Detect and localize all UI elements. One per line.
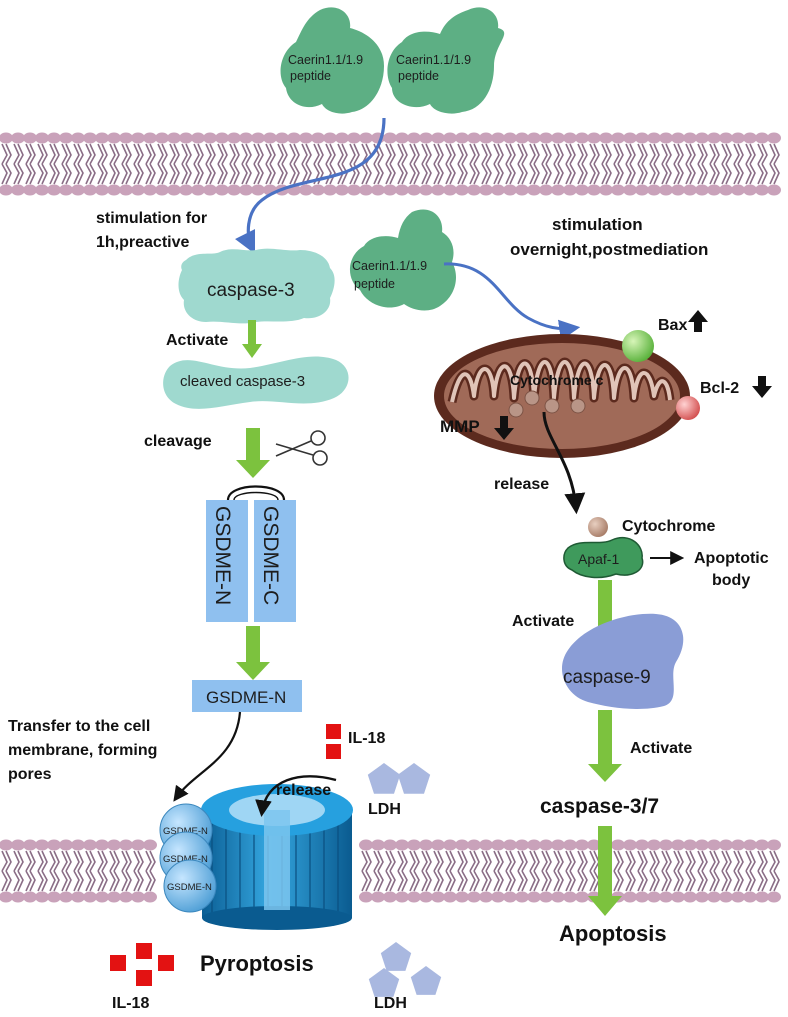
peptide-label: peptide [398,69,439,83]
right-stimulation-label: overnight,postmediation [510,240,708,259]
green-arrow-shaft [246,428,260,462]
gsdme-n-segment [206,500,248,622]
peptide-label: Caerin1.1/1.9 [396,53,471,67]
peptide-middle: Caerin1.1/1.9 peptide [349,209,456,311]
ldh-molecule [368,968,400,997]
release-arrow [255,775,337,818]
bcl2-label: Bcl-2 [700,380,739,397]
gsdme-n-box-label: GSDME-N [206,688,286,707]
ldh-molecule [367,763,401,794]
mito-release-label: release [494,476,549,493]
caspase-9-label: caspase-9 [563,667,651,688]
down-arrow-icon [494,416,514,440]
activate-label: Activate [512,613,574,630]
cytochrome-label: Cytochrome [622,518,715,535]
peptide-label: Caerin1.1/1.9 [352,259,427,273]
left-stimulation-label: stimulation for [96,210,207,227]
gsdme-c-label: GSDME-C [259,506,282,605]
transfer-arrow [173,711,242,802]
gsdme-n-box [192,680,302,712]
gsdme-c-segment [254,500,296,622]
cleavage-label: cleavage [144,433,212,450]
scissors-icon [275,430,328,466]
cleaved-caspase-3-label: cleaved caspase-3 [180,373,305,390]
green-arrow-head [588,896,622,916]
green-arrow-shaft [246,626,260,664]
gsdme-n-label: GSDME-N [211,506,234,605]
ldh-molecule [410,966,442,995]
transfer-label: pores [8,766,52,783]
il18-square [326,744,341,759]
green-arrow-head [242,344,262,358]
peptide-label: Caerin1.1/1.9 [288,53,363,67]
down-arrow-icon [752,376,772,398]
ldh-molecule [380,942,412,971]
transfer-label: Transfer to the cell [8,718,150,735]
ldh-bottom [368,942,442,997]
caspase-3-label: caspase-3 [207,280,295,301]
il18-top-label: IL-18 [348,730,385,747]
caspase-3-blob: caspase-3 [178,248,335,324]
mmp-label: MMP [440,417,480,436]
cell-membrane-bottom [0,839,781,903]
peptide-top-right: Caerin1.1/1.9 peptide [387,7,505,114]
ldh-top [367,763,431,794]
green-arrow-head [588,764,622,782]
cytochrome-release-arrow [542,411,586,515]
apoptotic-body-label: Apoptotic [694,550,769,567]
release-label: release [276,782,331,799]
peptide-label: peptide [354,277,395,291]
caspase-9-blob: caspase-9 [561,613,684,709]
up-arrow-icon [688,310,708,332]
activate-label: Activate [166,332,228,349]
cytochrome-sphere [588,517,608,537]
activate-label: Activate [630,740,692,757]
svg-text:GSDME-N: GSDME-N [163,854,208,865]
gsdme-pore [201,784,353,930]
left-stimulation-label: 1h,preactive [96,234,189,251]
apaf1-complex: Apaf-1 [563,537,644,579]
gsdme-n-subunits: GSDME-N GSDME-N GSDME-N [159,803,217,913]
transfer-label: membrane, forming [8,742,157,759]
green-arrow-head [236,662,270,680]
green-arrow-shaft [598,826,612,898]
il18-cluster [110,943,174,986]
bax-protein [622,330,654,362]
apoptosis-label: Apoptosis [559,921,667,946]
ldh-top-label: LDH [368,801,401,818]
il18-bottom-label: IL-18 [112,995,149,1012]
peptide-label: peptide [290,69,331,83]
cytochrome-c-label: Cytochrome c [510,372,604,388]
caspase-3-7-label: caspase-3/7 [540,795,659,818]
svg-text:GSDME-N: GSDME-N [167,882,212,893]
green-arrow-shaft [248,320,256,346]
svg-text:GSDME-N: GSDME-N [163,826,208,837]
green-arrow-head [236,460,270,478]
cell-membrane-top [0,132,781,196]
ldh-bottom-label: LDH [374,995,407,1012]
peptide-top-left: Caerin1.1/1.9 peptide [280,7,384,114]
bcl2-protein [676,396,700,420]
cleaved-caspase-3: cleaved caspase-3 [163,356,349,409]
apaf1-label: Apaf-1 [578,551,619,567]
apoptotic-body-label: body [712,572,750,589]
bax-label: Bax [658,317,687,334]
green-arrow-shaft [598,710,612,766]
ldh-molecule [397,763,431,794]
pyroptosis-label: Pyroptosis [200,951,314,976]
mito-arrow [443,262,581,341]
gsdme-n-sphere: GSDME-N [163,859,217,913]
gsdme-full-length: GSDME-N GSDME-C [206,485,296,622]
right-stimulation-label: stimulation [552,215,643,234]
il18-square [326,724,341,739]
entry-arrow [234,117,386,255]
